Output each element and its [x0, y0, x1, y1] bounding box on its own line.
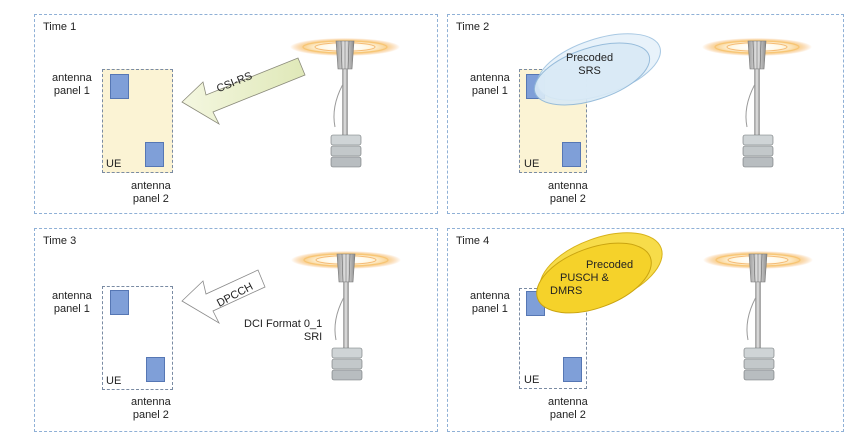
antenna-panel-1 — [110, 290, 129, 315]
csi-rs-arrow — [181, 57, 306, 126]
antenna-panel-1 — [110, 74, 129, 99]
antenna-panel-2-label: antenna panel 2 — [131, 396, 171, 421]
precoded-pusch-oval — [536, 232, 663, 314]
panel-time-4: Time 4 — [447, 228, 844, 432]
base-station-icon — [290, 250, 402, 381]
antenna-panel-2 — [563, 357, 582, 382]
ue-label: UE — [106, 158, 122, 170]
pusch-label-line: PUSCH & — [560, 272, 609, 284]
antenna-panel-1-label: antenna panel 1 — [52, 290, 92, 315]
antenna-panel-1-label: antenna panel 1 — [470, 290, 510, 315]
ue-box — [102, 286, 173, 390]
antenna-panel-2-label: antenna panel 2 — [548, 396, 588, 421]
ue-label: UE — [524, 158, 540, 170]
pusch-label-line: Precoded — [586, 259, 634, 271]
antenna-panel-2 — [146, 357, 165, 382]
base-station-icon — [702, 250, 814, 381]
precoded-srs-label: Precoded SRS — [566, 52, 614, 77]
panel-time-1: Time 1 — [34, 14, 438, 214]
antenna-panel-2 — [562, 142, 581, 167]
panel-time-2: Time 2 — [447, 14, 844, 214]
panel-time-3: Time 3 — [34, 228, 438, 432]
base-station-icon — [289, 37, 401, 168]
dci-format-label: DCI Format 0_1 SRI — [244, 318, 323, 343]
precoded-srs-oval — [533, 33, 661, 106]
ue-label: UE — [106, 375, 122, 387]
antenna-panel-2 — [145, 142, 164, 167]
dpcch-arrow — [181, 269, 266, 325]
panel-title: Time 2 — [456, 21, 490, 33]
ue-label: UE — [524, 374, 540, 386]
antenna-panel-1-label: antenna panel 1 — [52, 72, 92, 97]
base-station-icon — [701, 37, 813, 168]
panel-title: Time 4 — [456, 235, 490, 247]
panel-title: Time 1 — [43, 21, 77, 33]
pusch-label-line: DMRS — [550, 285, 583, 297]
panel-title: Time 3 — [43, 235, 77, 247]
antenna-panel-2-label: antenna panel 2 — [131, 180, 171, 205]
antenna-panel-2-label: antenna panel 2 — [548, 180, 588, 205]
antenna-panel-1-label: antenna panel 1 — [470, 72, 510, 97]
